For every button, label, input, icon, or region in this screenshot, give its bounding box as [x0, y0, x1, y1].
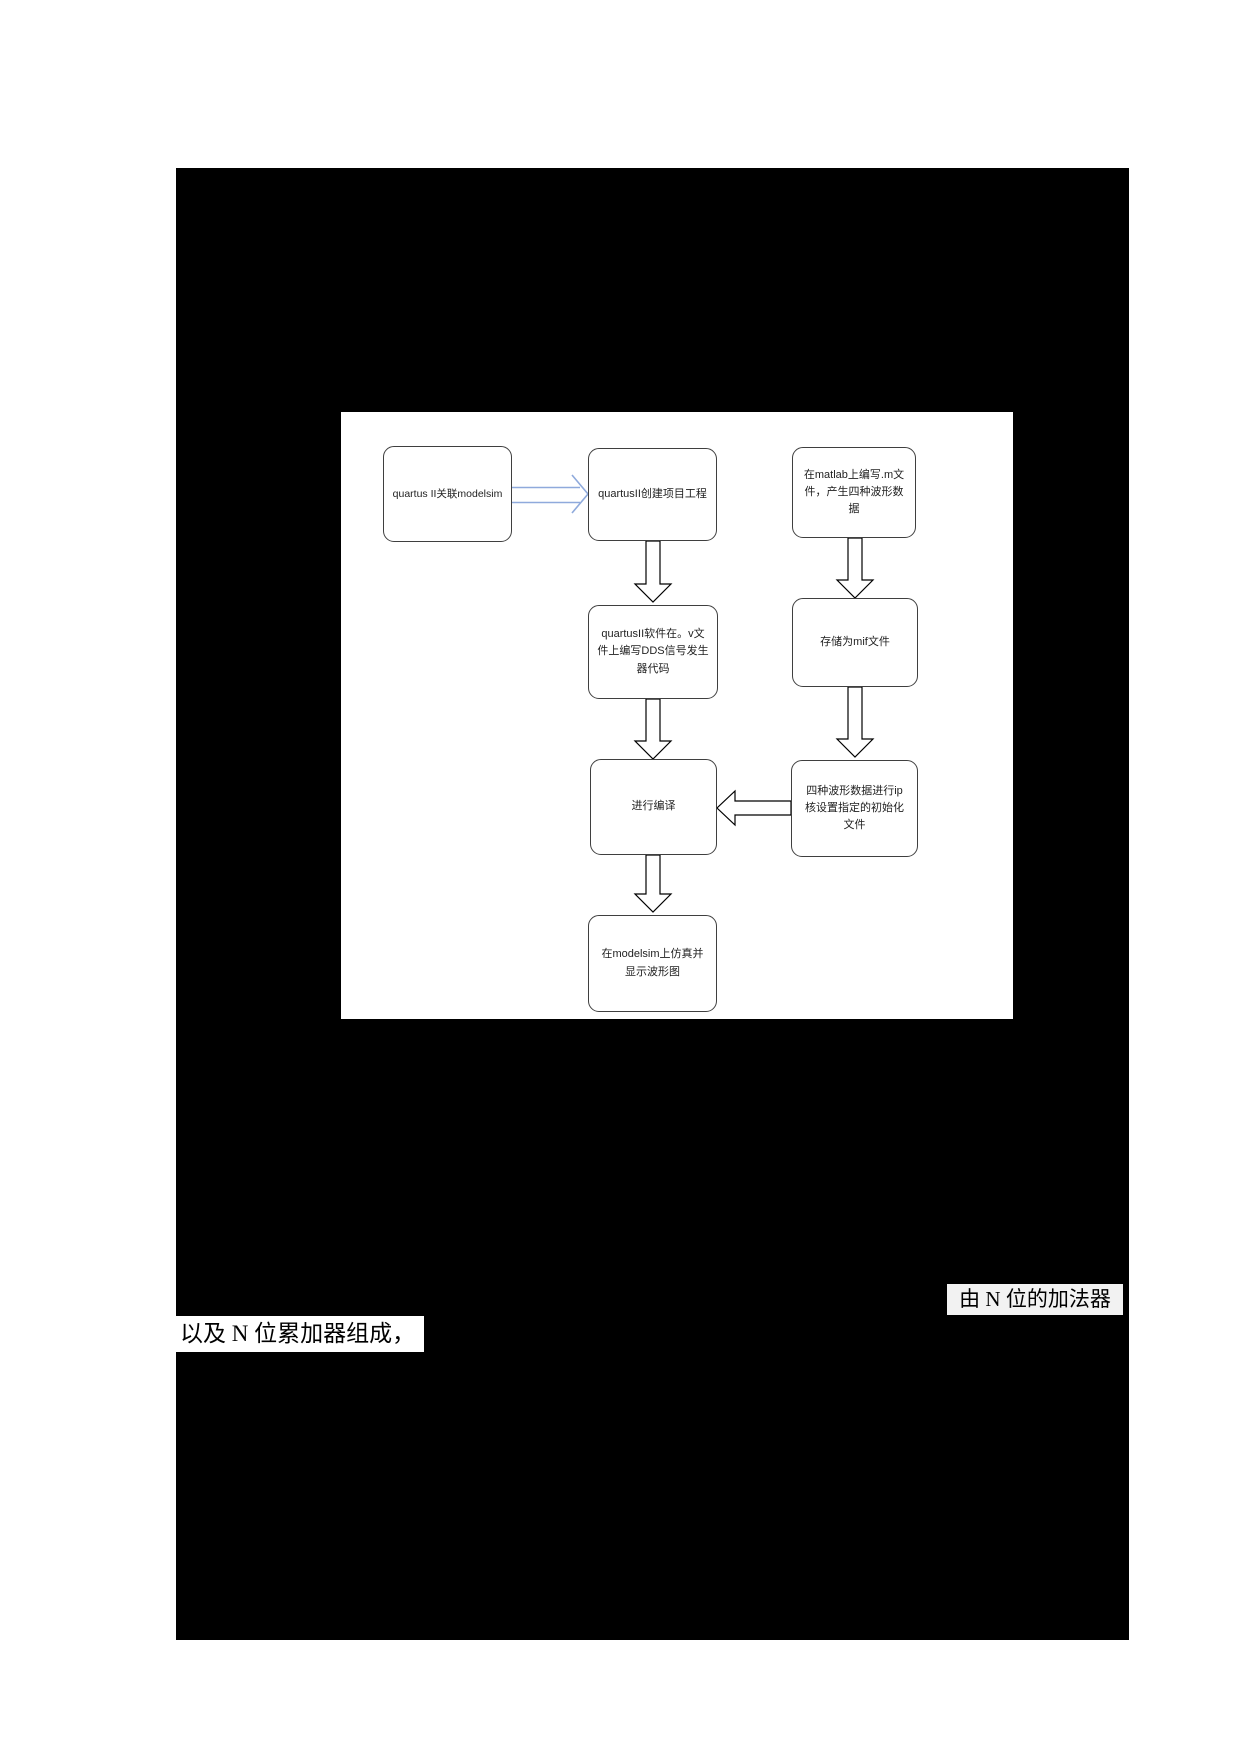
- flow-node-label: 进行编译: [631, 800, 676, 813]
- flow-node-label: 四种波形数据进行ip核设置指定的初始化文件: [805, 784, 904, 832]
- flowchart-panel: quartus II关联modelsim quartusII创建项目工程 在ma…: [341, 412, 1013, 1019]
- flow-node-ip-core-init: 四种波形数据进行ip核设置指定的初始化文件: [791, 760, 918, 857]
- flow-node-associate-modelsim: quartus II关联modelsim: [383, 446, 512, 542]
- arrow-create-to-dds-code: [633, 540, 673, 603]
- visible-text-line-1: 由 N 位的加法器: [947, 1284, 1123, 1315]
- flow-node-label: quartusII软件在。v文件上编写DDS信号发生器代码: [597, 628, 709, 675]
- flow-node-create-project: quartusII创建项目工程: [588, 448, 717, 541]
- flow-node-save-mif: 存储为mif文件: [792, 598, 918, 687]
- arrow-dds-code-to-compile: [633, 698, 673, 760]
- arrow-compile-to-simulate: [633, 854, 673, 913]
- arrow-associate-to-create: [512, 474, 590, 514]
- arrow-ip-core-to-compile: [716, 789, 792, 827]
- flow-node-modelsim-simulate: 在modelsim上仿真并显示波形图: [588, 915, 717, 1012]
- flow-node-compile: 进行编译: [590, 759, 717, 855]
- flow-node-label: 在modelsim上仿真并显示波形图: [601, 948, 704, 978]
- flow-node-matlab-script: 在matlab上编写.m文件，产生四种波形数据: [792, 447, 916, 538]
- flow-node-write-dds-code: quartusII软件在。v文件上编写DDS信号发生器代码: [588, 605, 718, 699]
- flow-node-label: 存储为mif文件: [820, 635, 890, 648]
- flow-node-label: 在matlab上编写.m文件，产生四种波形数据: [803, 468, 905, 516]
- arrow-matlab-to-mif: [835, 537, 875, 599]
- visible-text-line-2: 以及 N 位累加器组成，: [176, 1316, 424, 1352]
- flow-node-label: quartus II关联modelsim: [392, 487, 503, 500]
- flow-node-label: quartusII创建项目工程: [598, 487, 707, 500]
- arrow-mif-to-ip-core: [835, 686, 875, 758]
